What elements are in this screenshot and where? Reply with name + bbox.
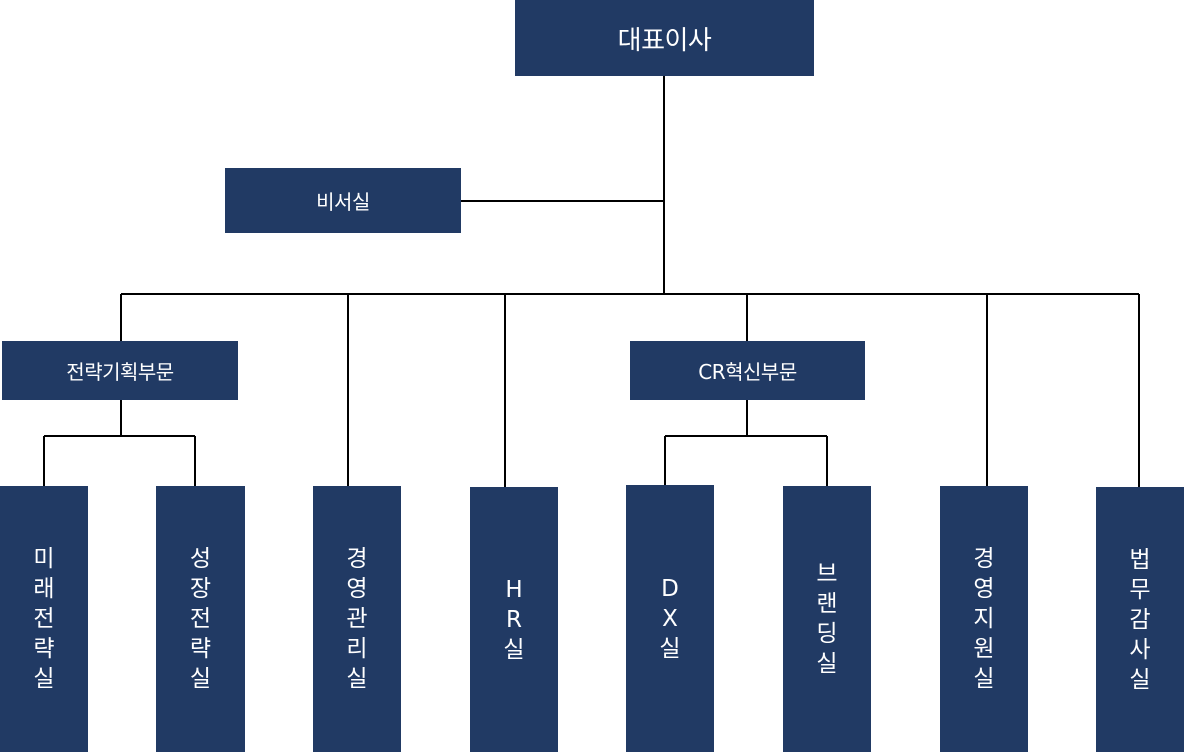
- label-char: 략: [33, 636, 55, 662]
- label-char: 무: [1129, 576, 1151, 603]
- label-char: 감: [1129, 606, 1151, 633]
- label-char: 딩: [816, 621, 838, 647]
- label-char: 법: [1129, 546, 1151, 573]
- label-char: 경: [346, 546, 368, 572]
- label-char: 미: [33, 546, 55, 572]
- ceo-label: 대표이사: [617, 25, 712, 56]
- label-char: 실: [973, 666, 995, 692]
- label-char: 사: [1129, 636, 1151, 663]
- label-char: 관: [346, 606, 368, 632]
- label-char: 실: [659, 635, 681, 662]
- cr-division-box: CR혁신부문: [630, 341, 865, 400]
- ceo-box: 대표이사: [515, 0, 814, 76]
- cr-division-label: CR혁신부문: [698, 360, 797, 384]
- label-char: 실: [816, 651, 838, 677]
- label-char: 실: [1129, 666, 1151, 693]
- label-char: 경: [973, 546, 995, 572]
- label-char: 영: [973, 576, 995, 602]
- strategy-division-box: 전략기획부문: [2, 341, 238, 400]
- label-char: 영: [346, 576, 368, 602]
- secretary-box: 비서실: [225, 168, 461, 233]
- label-char: 실: [346, 666, 368, 692]
- label-char: 지: [973, 606, 995, 632]
- label-char: 실: [189, 666, 212, 692]
- label-char: H: [505, 576, 523, 603]
- label-char: 전: [33, 606, 55, 632]
- label-char: 브: [816, 561, 838, 587]
- strategy-division-label: 전략기획부문: [66, 360, 174, 384]
- label-char: 리: [346, 636, 368, 662]
- label-char: D: [661, 575, 679, 602]
- label-char: 전: [189, 606, 212, 632]
- label-char: 래: [33, 576, 55, 602]
- label-char: 장: [189, 576, 212, 602]
- label-char: R: [506, 606, 522, 633]
- secretary-label: 비서실: [316, 190, 370, 214]
- label-char: 략: [189, 636, 212, 662]
- label-char: 원: [973, 636, 995, 662]
- label-char: 성: [189, 546, 212, 572]
- label-char: 실: [33, 666, 55, 692]
- label-char: 랜: [816, 591, 838, 617]
- label-char: X: [662, 605, 678, 632]
- label-char: 실: [503, 636, 525, 663]
